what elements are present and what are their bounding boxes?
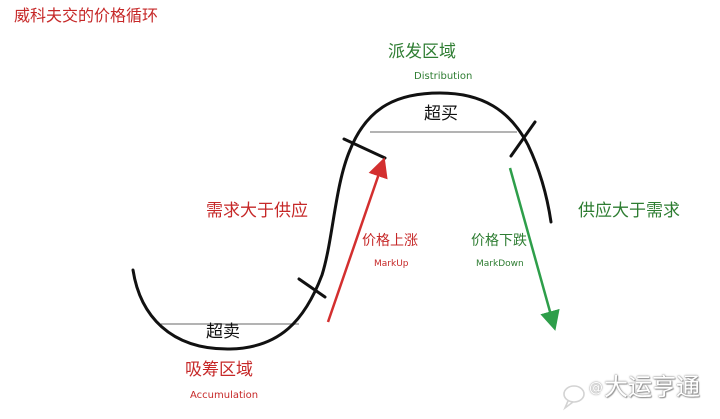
- distribution-label-en: Distribution: [414, 71, 473, 82]
- overbought-label: 超买: [424, 104, 458, 124]
- price-cycle-curve: [131, 91, 553, 351]
- diagram-title: 威科夫交的价格循环: [14, 6, 159, 25]
- markup-label-en: MarkUp: [374, 259, 409, 269]
- chat-bubble-icon: [563, 385, 585, 411]
- markup-label: 价格上涨: [362, 233, 418, 249]
- markdown-label: 价格下跌: [471, 233, 527, 249]
- markdown-arrow: [508, 167, 560, 331]
- tick-markup-start: [297, 277, 327, 299]
- oversold-label: 超卖: [206, 322, 240, 342]
- tick-markdown-start: [509, 120, 537, 158]
- supply-exceeds-demand-label: 供应大于需求: [578, 201, 680, 221]
- markup-arrow: [326, 157, 388, 323]
- accumulation-label: 吸筹区域: [185, 360, 253, 380]
- markdown-label-en: MarkDown: [476, 259, 524, 269]
- distribution-label: 派发区域: [388, 42, 456, 62]
- accumulation-label-en: Accumulation: [190, 390, 259, 401]
- watermark-at: @: [589, 380, 603, 396]
- demand-exceeds-supply-label: 需求大于供应: [206, 201, 308, 221]
- tick-distribution-start: [342, 137, 387, 160]
- watermark-text: 大运亨通: [604, 373, 700, 401]
